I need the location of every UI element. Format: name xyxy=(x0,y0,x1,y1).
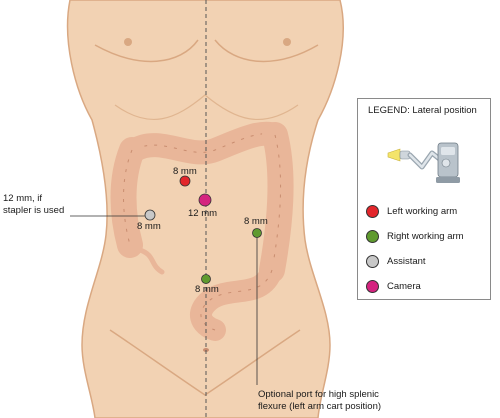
legend-item-camera: Camera xyxy=(366,279,421,293)
legend-item-right-working-arm: Right working arm xyxy=(366,229,464,243)
right-arm-upper-port-size: 8 mm xyxy=(244,216,268,227)
robot-cart-icon xyxy=(387,142,460,183)
legend-box: LEGEND: Lateral position Left working ar… xyxy=(357,98,491,300)
colon xyxy=(110,121,294,341)
legend-item-assistant: Assistant xyxy=(366,254,426,268)
port-camera xyxy=(198,193,212,207)
assistant-note-line1: 12 mm, if xyxy=(3,193,43,204)
port-right-working-arm-optional xyxy=(252,228,262,238)
pectoral-line-right xyxy=(214,39,319,63)
nipple-right xyxy=(283,38,291,46)
port-assistant xyxy=(144,209,156,221)
legend-item-left-working-arm: Left working arm xyxy=(366,204,457,218)
camera-swatch xyxy=(366,279,379,293)
camera-port-size: 12 mm xyxy=(188,208,218,219)
groin-line xyxy=(109,329,301,396)
port-right-working-arm xyxy=(201,274,211,284)
nipple-left xyxy=(124,38,132,46)
right-working-arm-swatch xyxy=(366,229,379,243)
left-working-arm-swatch xyxy=(366,204,379,218)
pectoral-line-left xyxy=(94,39,199,63)
assistant-note-line2: stapler is used xyxy=(3,205,65,216)
assistant-port-size: 8 mm xyxy=(137,221,161,232)
rib-line xyxy=(114,94,299,120)
optional-port-note-line1: Optional port for high splenic xyxy=(258,389,379,400)
optional-port-note-line2: flexure (left arm cart position) xyxy=(258,401,382,412)
left-arm-port-size: 8 mm xyxy=(173,166,197,177)
port-left-working-arm xyxy=(179,175,191,187)
legend-title: LEGEND: Lateral position xyxy=(368,105,477,116)
assistant-swatch xyxy=(366,254,379,268)
right-arm-lower-port-size: 8 mm xyxy=(195,284,219,295)
